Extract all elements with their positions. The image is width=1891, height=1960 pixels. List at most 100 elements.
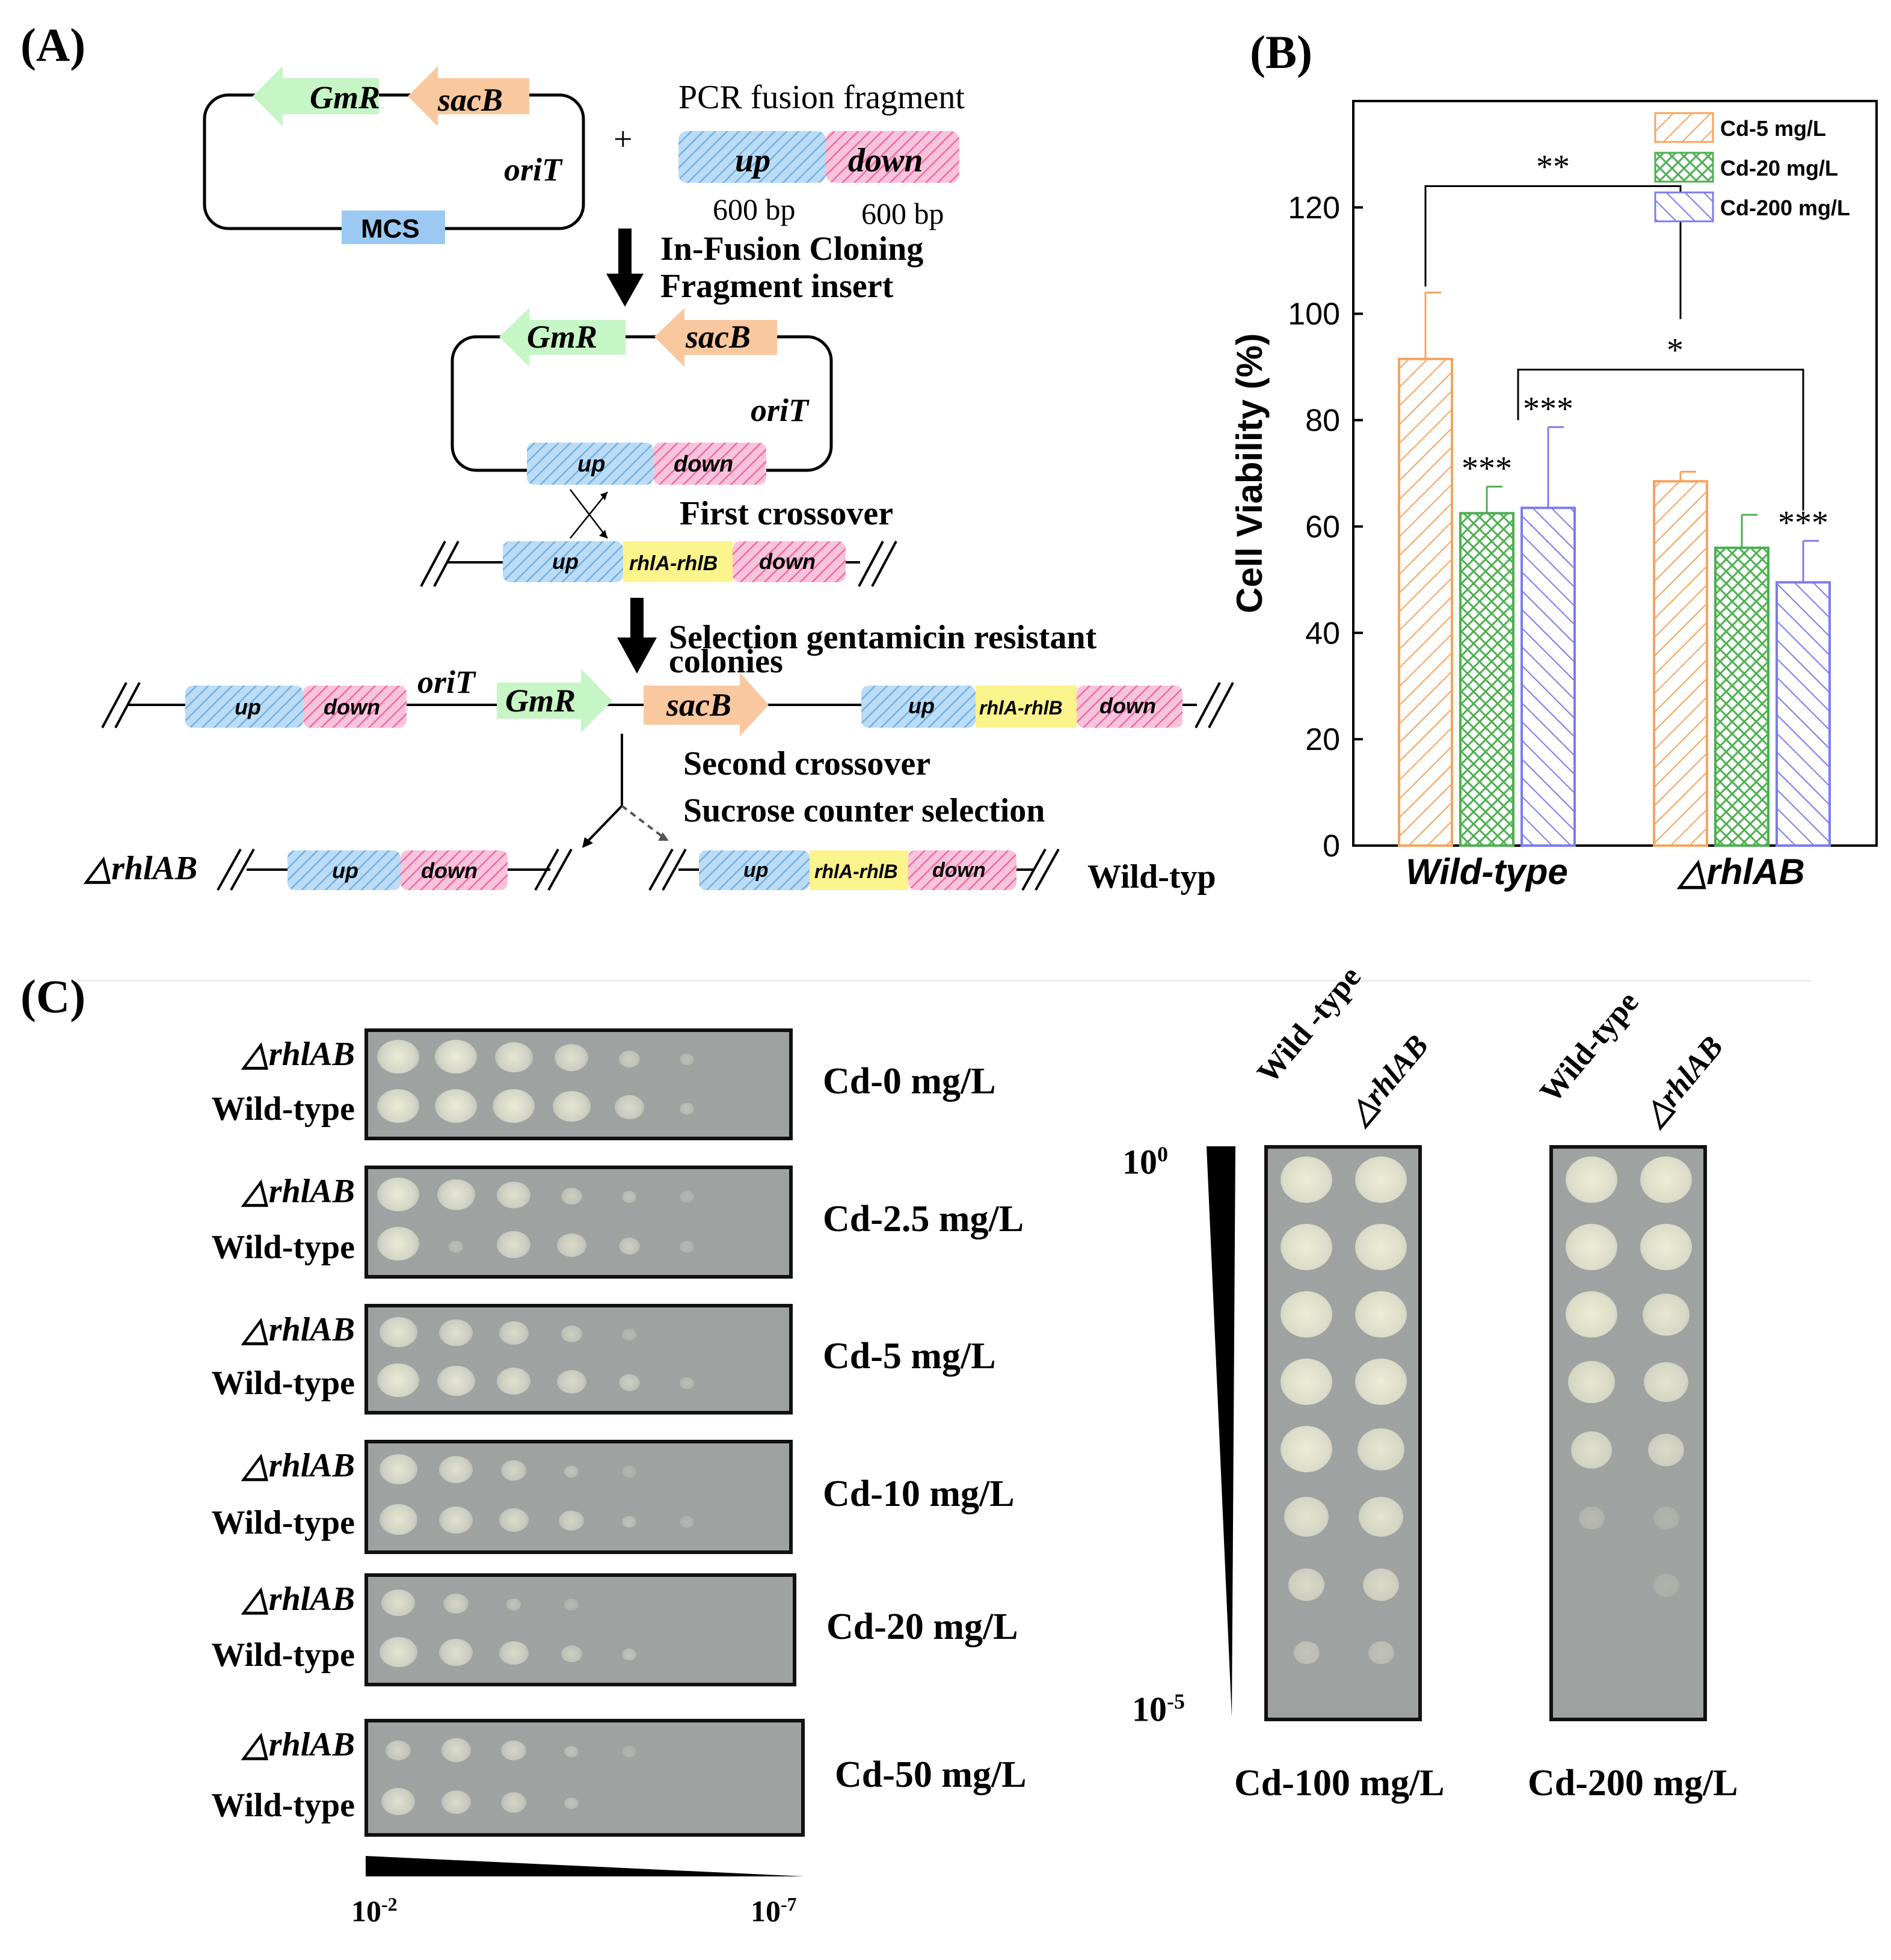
plate-cd100: [1264, 1145, 1422, 1721]
vertical-bottom-label: 10-5: [1132, 1689, 1185, 1729]
colony-spot: [497, 1368, 530, 1395]
colony-spot: [556, 1369, 586, 1394]
gmr-arrow-3: [497, 669, 612, 733]
crossover-icon: [570, 489, 608, 539]
sacb-arrow-3: [644, 672, 769, 736]
spot-plate: [364, 1440, 793, 1554]
colony-spot: [621, 1329, 637, 1341]
colony-spot: [499, 1321, 529, 1345]
plate-condition-label: Cd-10 mg/L: [823, 1473, 1015, 1514]
sacb-arrow-1: sacB: [408, 66, 529, 126]
colony-spot: [377, 1177, 419, 1211]
colony-spot: [377, 1363, 419, 1398]
y-tick-label: 60: [1305, 509, 1340, 544]
colony-spot: [561, 1326, 582, 1343]
svg-text:GmR: GmR: [505, 683, 576, 719]
svg-text:△rhlAB: △rhlAB: [83, 850, 197, 887]
second-crossover: Second crossover: [683, 745, 930, 782]
vertical-top-label: 100: [1122, 1142, 1168, 1182]
legend-swatch: [1654, 152, 1714, 183]
colony-spot: [377, 1089, 419, 1123]
y-tick-label: 120: [1288, 191, 1340, 226]
legend-label: Cd-200 mg/L: [1720, 195, 1850, 220]
colony-spot: [448, 1241, 464, 1253]
colony-spot: [1640, 1224, 1692, 1271]
colony-spot: [618, 1237, 640, 1255]
bar: [1714, 546, 1770, 847]
colony-spot: [1281, 1224, 1332, 1271]
colony-spot: [379, 1636, 417, 1668]
bracket-mid: [1517, 369, 1804, 511]
colony-spot: [1288, 1568, 1325, 1602]
svg-text:down: down: [421, 858, 478, 883]
bracket-top: [1424, 185, 1682, 319]
colony-spot: [1281, 1426, 1332, 1473]
colony-spot: [1359, 1497, 1403, 1537]
spot-plate: [364, 1573, 796, 1686]
up-bp-label: 600 bp: [713, 192, 796, 226]
significance-mark: ***: [1523, 390, 1573, 428]
arrow-down-2: [617, 598, 657, 674]
colony-spot: [621, 1516, 637, 1528]
mcs-label: MCS: [361, 214, 420, 244]
down-bp-label: 600 bp: [861, 197, 944, 230]
colony-spot: [556, 1233, 586, 1258]
colony-spot: [679, 1377, 695, 1389]
legend-label: Cd-20 mg/L: [1720, 156, 1838, 180]
plate-wildtype-label: Wild-type: [211, 1636, 355, 1674]
colony-spot: [1284, 1497, 1329, 1537]
colony-spot: [439, 1456, 473, 1483]
plate-wildtype-label: Wild-type: [211, 1229, 355, 1266]
colony-spot: [564, 1745, 579, 1758]
y-axis-label: Cell Viability (%): [1229, 333, 1270, 613]
plot-frame: [1352, 100, 1878, 847]
plate-mutant-label: △rhlAB: [242, 1173, 355, 1210]
colony-spot: [1368, 1641, 1394, 1665]
colony-spot: [679, 1191, 695, 1203]
colony-spot: [1640, 1157, 1692, 1203]
spot-plate: [364, 1719, 805, 1837]
dilution-wedge-horizontal: [366, 1856, 805, 1876]
spot-plate: [364, 1304, 793, 1415]
colony-spot: [679, 1516, 695, 1528]
colony-spot: [1362, 1568, 1400, 1602]
category-label: Wild-type: [1406, 852, 1567, 892]
colony-spot: [1643, 1294, 1690, 1336]
y-tick-label: 80: [1305, 404, 1340, 438]
colony-spot: [1570, 1431, 1613, 1469]
colony-spot: [1566, 1291, 1617, 1338]
colony-spot: [443, 1593, 469, 1614]
svg-text:sacB: sacB: [666, 687, 731, 723]
svg-text:up: up: [552, 549, 579, 574]
chromosome-2: up down oriT GmR sacB up rhlA-rhlB down: [101, 664, 1234, 736]
plate-condition-label: Cd-5 mg/L: [823, 1336, 996, 1377]
colony-spot: [441, 1738, 471, 1762]
sucrose-selection: Sucrose counter selection: [683, 792, 1045, 829]
chromosome-1: up rhlA-rhlB down: [420, 541, 897, 587]
colony-spot: [437, 1179, 475, 1210]
colony-spot: [1566, 1157, 1617, 1203]
colony-spot: [552, 1091, 591, 1122]
plasmid2-down-segment: [653, 443, 766, 485]
svg-text:up: up: [908, 693, 935, 718]
colony-spot: [377, 1227, 419, 1261]
colony-spot: [1281, 1359, 1332, 1405]
gmr-arrow-1: GmR: [253, 66, 380, 126]
colony-spot: [1281, 1157, 1332, 1203]
plate-condition-label: Cd-20 mg/L: [826, 1606, 1018, 1647]
col-mut-label-1: △rhlAB: [1342, 1028, 1436, 1131]
colony-spot: [1293, 1641, 1320, 1665]
colony-spot: [621, 1465, 637, 1478]
colony-spot: [435, 1089, 477, 1123]
plate-wildtype-label: Wild-type: [211, 1787, 355, 1824]
plate-condition-label: Cd-2.5 mg/L: [823, 1199, 1024, 1240]
mutant-chromosome: △rhlAB up down: [83, 849, 573, 891]
bracket-top-mark: **: [1536, 148, 1570, 185]
colony-spot: [439, 1319, 473, 1347]
plasmid2-up-segment: [527, 443, 653, 485]
colony-spot: [379, 1504, 417, 1535]
bar: [1520, 506, 1576, 847]
colony-spot: [439, 1639, 473, 1667]
colony-spot: [1653, 1506, 1679, 1530]
pcr-up-segment: [678, 131, 826, 183]
